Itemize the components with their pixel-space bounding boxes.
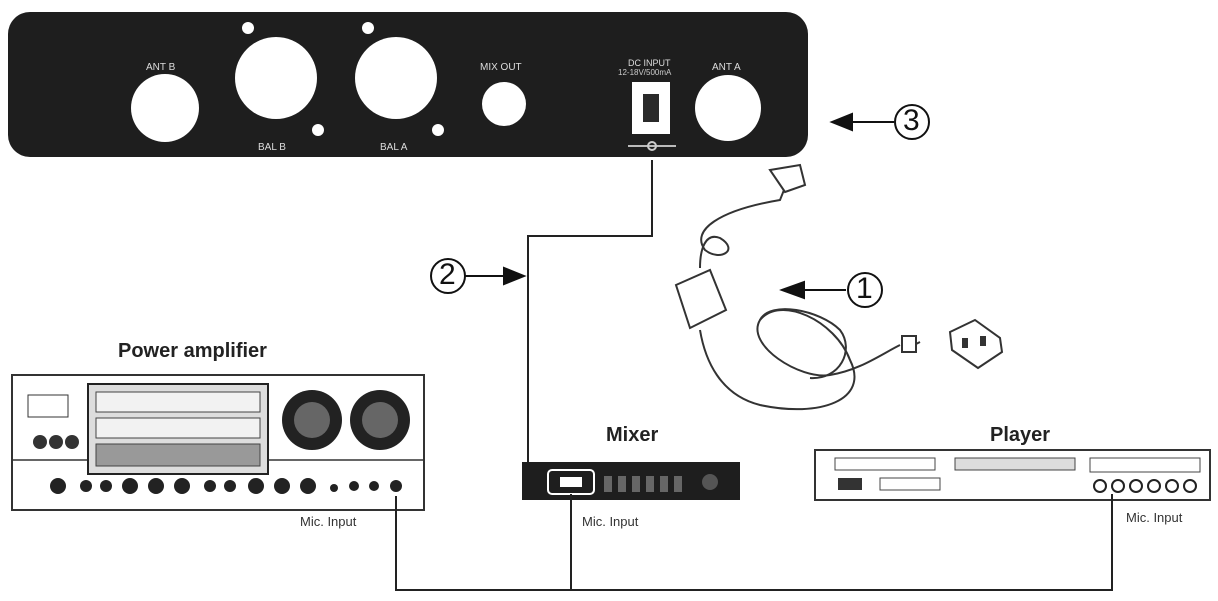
dc-input-label: DC INPUT <box>628 58 671 68</box>
mixer <box>522 462 740 500</box>
bal-a-label: BAL A <box>380 142 408 153</box>
mixer-title: Mixer <box>606 424 659 446</box>
mixer-mic-input-label: Mic. Input <box>582 514 639 529</box>
power-adapter <box>674 163 1004 411</box>
ant-b-jack <box>131 74 199 142</box>
player <box>814 449 1211 501</box>
bal-b-jack <box>235 37 317 119</box>
mic-cable <box>395 494 1113 591</box>
wall-outlet <box>948 318 1004 370</box>
dc-cable <box>527 160 653 462</box>
callout-3: 3 <box>903 104 920 137</box>
ant-a-label: ANT A <box>712 62 741 73</box>
callout-1: 1 <box>856 272 873 305</box>
amplifier-mic-input-label: Mic. Input <box>300 514 357 529</box>
bal-a-jack <box>355 37 437 119</box>
dc-input-spec: 12-18V/500mA <box>618 68 672 77</box>
power-amplifier <box>11 374 425 511</box>
bal-b-label: BAL B <box>258 142 286 153</box>
ant-a-jack <box>695 75 761 141</box>
mix-out-label: MIX OUT <box>480 62 522 73</box>
mix-out-jack <box>482 82 526 126</box>
player-title: Player <box>990 424 1051 446</box>
callout-2: 2 <box>439 258 456 291</box>
rear-panel <box>8 12 808 157</box>
player-mic-input-label: Mic. Input <box>1126 510 1183 525</box>
ant-b-label: ANT B <box>146 62 176 73</box>
power-amplifier-title: Power amplifier <box>118 340 267 362</box>
